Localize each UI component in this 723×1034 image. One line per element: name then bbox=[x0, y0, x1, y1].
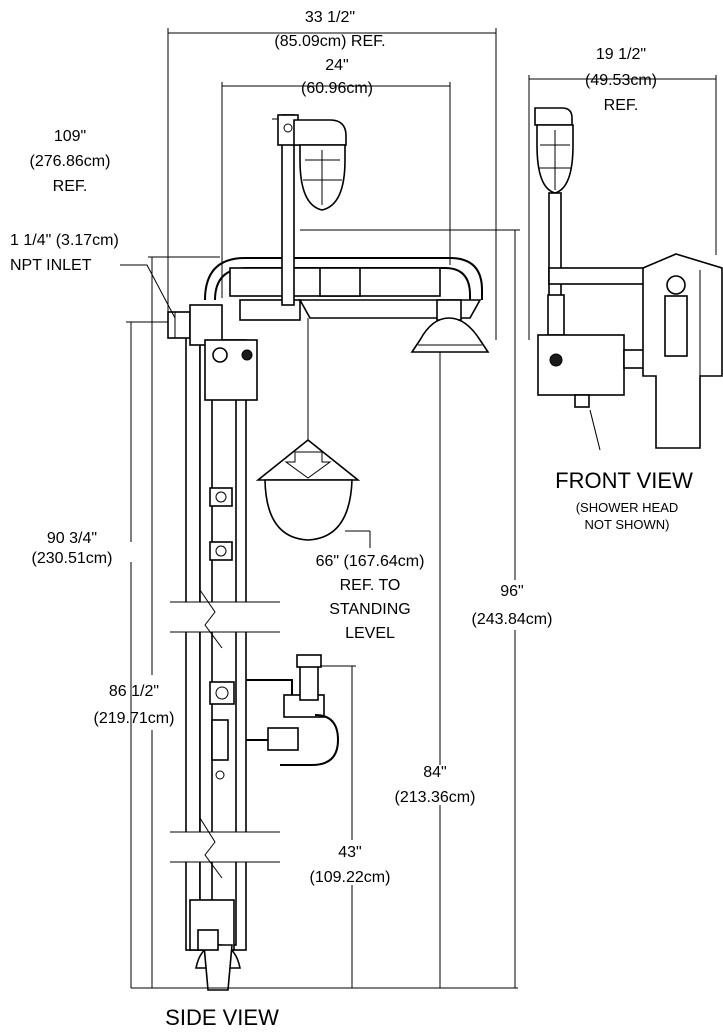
svg-text:66" (167.64cm): 66" (167.64cm) bbox=[316, 553, 425, 570]
svg-text:LEVEL: LEVEL bbox=[345, 625, 395, 642]
svg-text:(SHOWER HEAD: (SHOWER HEAD bbox=[576, 500, 679, 515]
label-head-reach: 24" (60.96cm) bbox=[301, 57, 373, 97]
svg-text:33 1/2": 33 1/2" bbox=[305, 9, 355, 26]
svg-text:STANDING: STANDING bbox=[329, 601, 410, 618]
pipe-break-lower bbox=[170, 817, 280, 879]
svg-text:109": 109" bbox=[54, 128, 86, 145]
svg-text:REF.: REF. bbox=[53, 178, 88, 195]
side-view-structure bbox=[167, 114, 490, 991]
svg-text:(243.84cm): (243.84cm) bbox=[472, 611, 553, 628]
front-view-title: FRONT VIEW (SHOWER HEAD NOT SHOWN) bbox=[555, 468, 693, 532]
label-inlet: 1 1/4" (3.17cm) NPT INLET bbox=[10, 232, 119, 274]
front-view-structure bbox=[534, 107, 723, 451]
label-shower-height: 84" (213.36cm) bbox=[395, 764, 476, 806]
svg-text:1 1/4" (3.17cm): 1 1/4" (3.17cm) bbox=[10, 232, 119, 249]
svg-text:90 3/4": 90 3/4" bbox=[47, 530, 97, 547]
svg-text:(219.71cm): (219.71cm) bbox=[94, 710, 175, 727]
side-base bbox=[189, 899, 241, 991]
svg-text:19 1/2": 19 1/2" bbox=[596, 46, 646, 63]
svg-text:(85.09cm) REF.: (85.09cm) REF. bbox=[274, 33, 385, 50]
svg-text:REF. TO: REF. TO bbox=[340, 577, 401, 594]
label-eyewash-height: 43" (109.22cm) bbox=[310, 844, 391, 886]
front-light-fixture bbox=[534, 107, 574, 194]
svg-text:86 1/2": 86 1/2" bbox=[109, 683, 159, 700]
svg-text:FRONT VIEW: FRONT VIEW bbox=[555, 468, 693, 493]
pipe-break-upper bbox=[170, 589, 280, 649]
label-lower-height: 86 1/2" (219.71cm) bbox=[94, 683, 175, 727]
label-front-width: 19 1/2" (49.53cm) REF. bbox=[585, 46, 657, 114]
label-overall-height: 96" (243.84cm) bbox=[472, 583, 553, 628]
svg-text:(49.53cm): (49.53cm) bbox=[585, 72, 657, 89]
side-view-title: SIDE VIEW bbox=[165, 1005, 279, 1030]
svg-text:(109.22cm): (109.22cm) bbox=[310, 869, 391, 886]
dimension-lines bbox=[120, 28, 717, 989]
svg-text:(230.51cm): (230.51cm) bbox=[32, 550, 113, 567]
svg-text:NOT SHOWN): NOT SHOWN) bbox=[585, 517, 670, 532]
svg-text:43": 43" bbox=[338, 844, 361, 861]
label-inlet-height: 90 3/4" (230.51cm) bbox=[32, 530, 113, 567]
svg-text:24": 24" bbox=[325, 57, 348, 74]
svg-text:96": 96" bbox=[500, 583, 523, 600]
svg-text:NPT INLET: NPT INLET bbox=[10, 257, 92, 274]
svg-text:(213.36cm): (213.36cm) bbox=[395, 789, 476, 806]
label-pull-handle: 66" (167.64cm) REF. TO STANDING LEVEL bbox=[316, 553, 425, 642]
eyewash-assembly bbox=[209, 654, 340, 780]
side-light-fixture bbox=[283, 119, 347, 211]
svg-text:84": 84" bbox=[423, 764, 446, 781]
svg-text:(60.96cm): (60.96cm) bbox=[301, 80, 373, 97]
side-shower-head bbox=[410, 299, 490, 353]
svg-text:SIDE VIEW: SIDE VIEW bbox=[165, 1005, 279, 1030]
label-total-height: 109" (276.86cm) REF. bbox=[30, 128, 111, 195]
pull-handle bbox=[255, 438, 361, 541]
front-cabinet bbox=[642, 253, 723, 449]
svg-text:(276.86cm): (276.86cm) bbox=[30, 153, 111, 170]
label-overall-width: 33 1/2" (85.09cm) REF. bbox=[274, 9, 385, 50]
svg-text:REF.: REF. bbox=[604, 97, 639, 114]
